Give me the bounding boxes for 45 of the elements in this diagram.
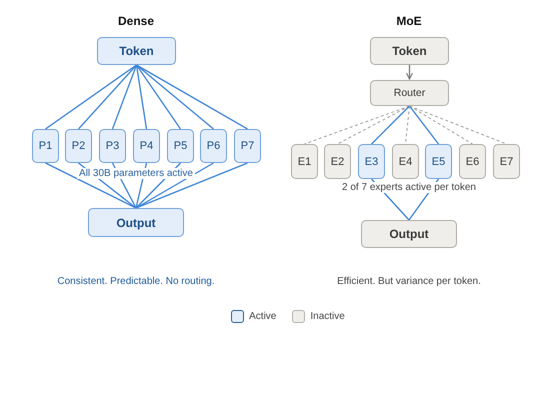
block-box: P7 [234, 129, 261, 163]
process-box: Output [88, 208, 184, 237]
process-box: Token [97, 37, 176, 65]
connector [136, 162, 248, 209]
block-box: E7 [493, 144, 520, 179]
block-box: E4 [392, 144, 419, 179]
dashed-connector [304, 106, 410, 144]
caption: Consistent. Predictable. No routing. [56, 276, 216, 287]
legend-label: Active [249, 311, 276, 322]
legend-label: Inactive [310, 311, 345, 322]
connector [136, 64, 248, 130]
annotation: 2 of 7 experts active per token [340, 182, 478, 193]
dashed-connector [405, 106, 410, 144]
block-box: E2 [324, 144, 351, 179]
process-box: Token [370, 37, 449, 65]
block-box: P4 [133, 129, 160, 163]
dashed-connector [337, 106, 410, 144]
block-box: E3 [358, 144, 385, 179]
connector [408, 106, 440, 144]
block-box: P6 [200, 129, 227, 163]
block-box: E5 [425, 144, 452, 179]
connector [136, 64, 214, 130]
connector [136, 162, 214, 209]
block-box: Router [370, 80, 449, 106]
block-box: P1 [32, 129, 59, 163]
connector [112, 64, 138, 130]
block-box: P3 [99, 129, 126, 163]
block-box: P5 [167, 129, 194, 163]
annotation: All 30B parameters active [77, 168, 195, 179]
block-box: E6 [459, 144, 486, 179]
connector [45, 162, 136, 209]
process-box: Output [361, 220, 457, 248]
connector [136, 64, 182, 130]
connector [45, 64, 137, 130]
panel-title: Dense [116, 14, 156, 28]
connector [371, 106, 410, 144]
dashed-connector [409, 106, 473, 144]
connector [78, 64, 137, 130]
arrow [406, 65, 413, 80]
block-box: E1 [291, 144, 318, 179]
dashed-connector [409, 106, 507, 144]
block-box: P2 [65, 129, 92, 163]
panel-title: MoE [395, 14, 423, 28]
connector [136, 64, 148, 130]
caption: Efficient. But variance per token. [336, 276, 482, 287]
